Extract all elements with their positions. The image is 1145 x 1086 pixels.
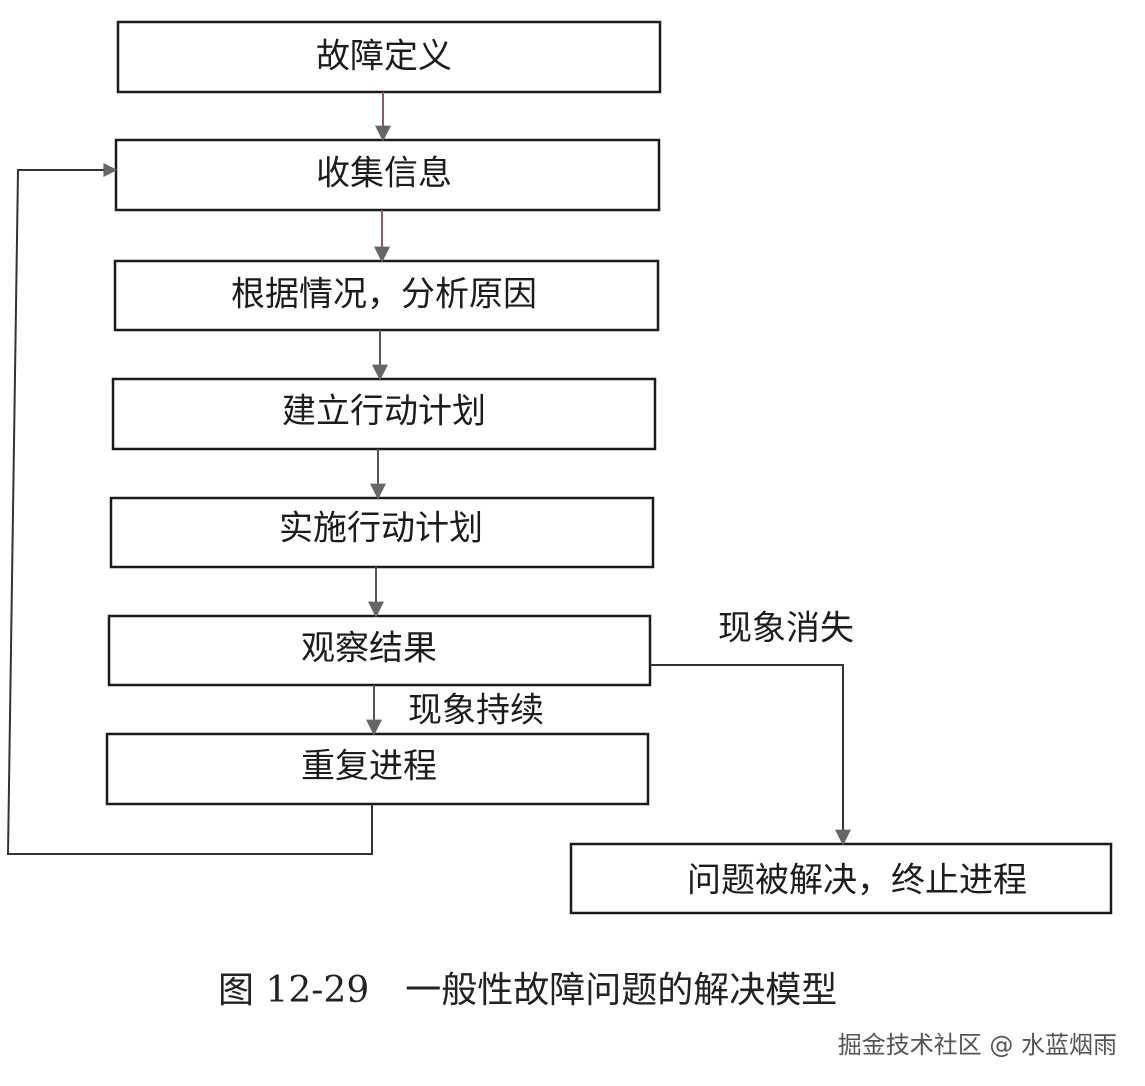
node-observe-label: 观察结果 [301, 629, 437, 669]
node-resolved-label: 问题被解决，终止进程 [687, 861, 1027, 901]
node-analyze-label: 根据情况，分析原因 [231, 275, 537, 315]
figure-caption: 图 12-29 一般性故障问题的解决模型 [218, 970, 837, 1011]
node-repeat-label: 重复进程 [301, 747, 437, 787]
node-plan: 建立行动计划 [111, 377, 657, 451]
node-plan-label: 建立行动计划 [282, 392, 486, 432]
node-repeat: 重复进程 [105, 732, 650, 806]
edge-label-disappear: 现象消失 [718, 609, 854, 649]
node-resolved: 问题被解决，终止进程 [569, 842, 1113, 915]
arrow-observe-to-resolved [650, 664, 851, 846]
node-analyze: 根据情况，分析原因 [113, 259, 660, 332]
node-define-label: 故障定义 [316, 37, 452, 77]
node-define: 故障定义 [116, 20, 662, 94]
node-collect: 收集信息 [114, 138, 661, 212]
node-collect-label: 收集信息 [316, 154, 452, 194]
node-observe: 观察结果 [107, 614, 652, 687]
arrow-repeat-loop-to-collect [6, 163, 373, 855]
edge-label-persist: 现象持续 [408, 691, 544, 731]
node-implement: 实施行动计划 [109, 496, 655, 569]
node-implement-label: 实施行动计划 [279, 509, 483, 549]
watermark: 掘金技术社区 @ 水蓝烟雨 [838, 1031, 1117, 1059]
